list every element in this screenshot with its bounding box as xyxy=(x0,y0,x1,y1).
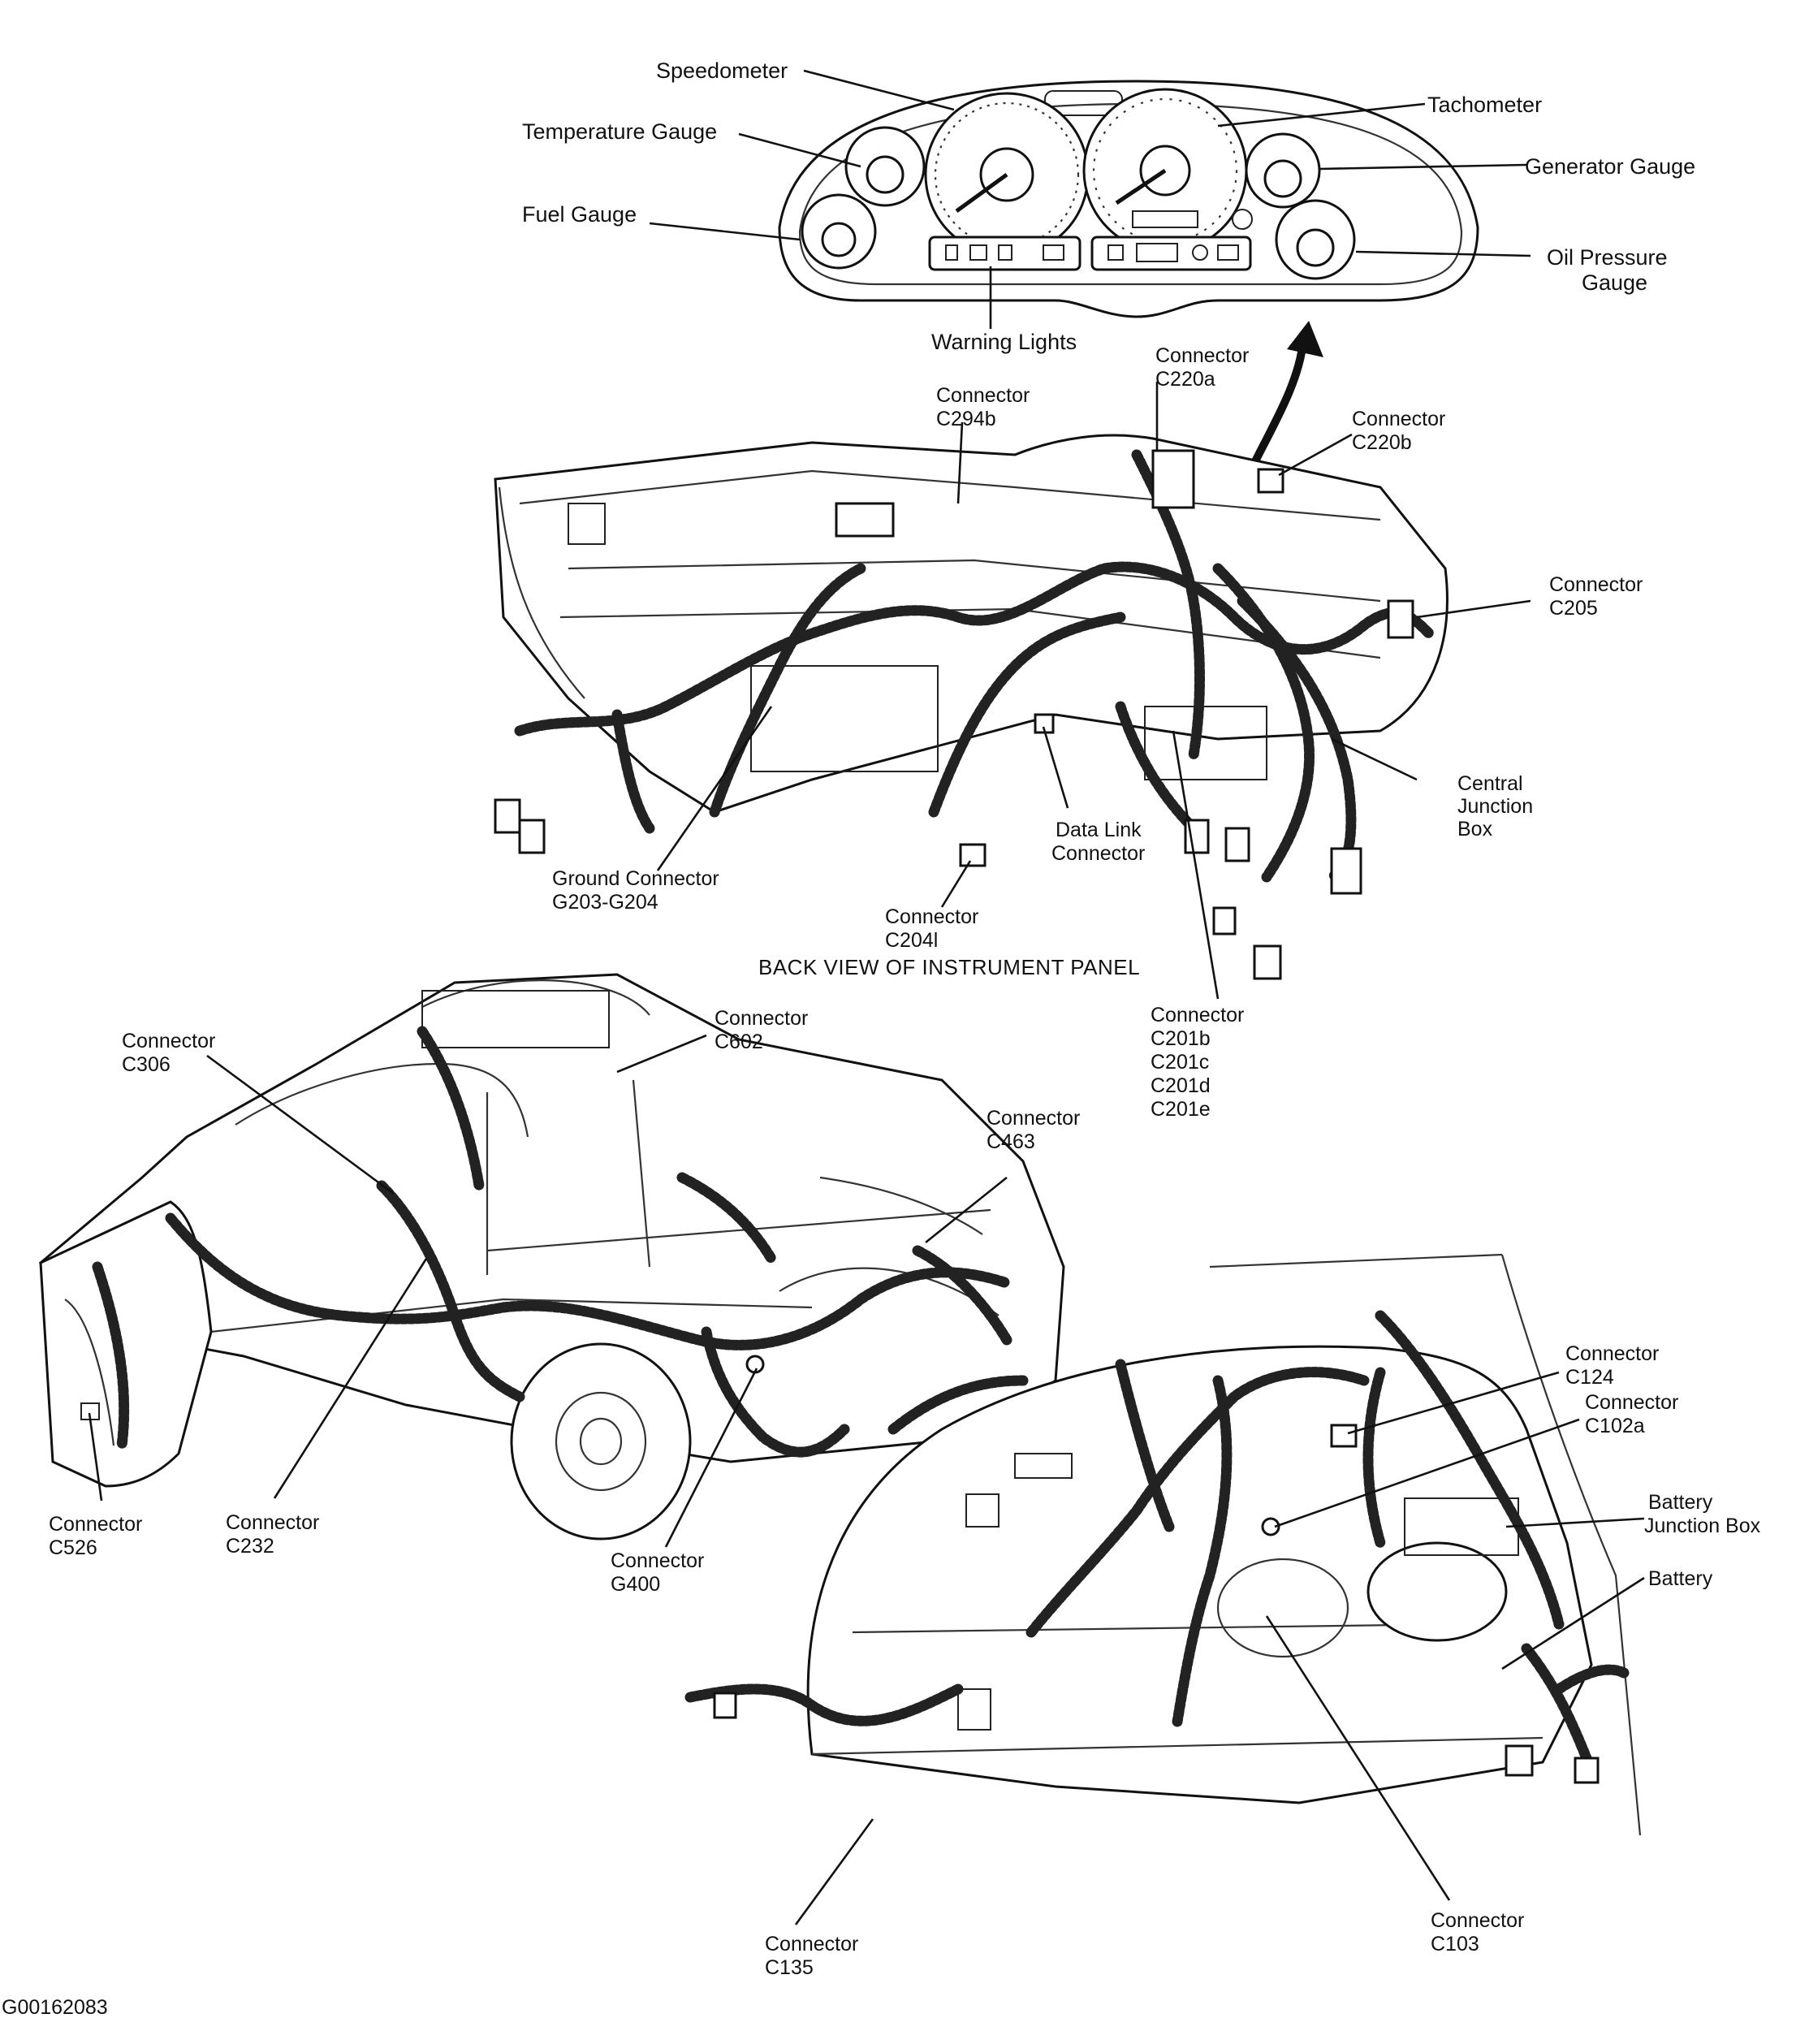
fuel-gauge-dial xyxy=(801,193,877,270)
label-c102a-1: Connector xyxy=(1585,1391,1678,1414)
label-c103-2: C103 xyxy=(1431,1933,1479,1955)
label-generator-gauge: Generator Gauge xyxy=(1525,154,1695,179)
label-c201-2: C201b xyxy=(1151,1027,1211,1050)
speedometer-dial xyxy=(924,92,1090,257)
odometer-display xyxy=(1132,210,1198,228)
label-dlc-2: Connector xyxy=(1051,842,1145,865)
label-oil-pressure-gauge: Gauge xyxy=(1582,270,1647,295)
label-c306-2: C306 xyxy=(122,1053,171,1076)
view-arrow-head xyxy=(1287,321,1323,357)
rear-wheel xyxy=(510,1342,692,1541)
label-c306-1: Connector xyxy=(122,1030,215,1052)
connector-c135-shape xyxy=(713,1692,737,1719)
label-c294b-2: C294b xyxy=(936,408,996,430)
label-battery: Battery xyxy=(1648,1567,1713,1590)
label-c602-1: Connector xyxy=(715,1007,808,1030)
label-speedometer: Speedometer xyxy=(656,58,788,83)
oil-pressure-gauge-dial xyxy=(1275,199,1356,280)
leader-lines xyxy=(88,69,1645,1925)
label-c220a-2: C220a xyxy=(1155,368,1215,391)
connector-c124-shape xyxy=(1330,1424,1358,1448)
label-c220b-1: Connector xyxy=(1352,408,1445,430)
label-cjb-2: Junction xyxy=(1457,795,1533,818)
label-warning-lights: Warning Lights xyxy=(931,330,1077,354)
label-ground-2: G203-G204 xyxy=(552,891,658,914)
label-c220b-2: C220b xyxy=(1352,431,1412,454)
connector-c220b-shape xyxy=(1257,468,1284,494)
view-arrow xyxy=(1250,340,1307,465)
label-c124-2: C124 xyxy=(1565,1366,1614,1389)
generator-gauge-dial xyxy=(1245,132,1321,209)
label-c102a-2: C102a xyxy=(1585,1415,1645,1437)
label-cjb-3: Box xyxy=(1457,818,1493,841)
panel-caption: BACK VIEW OF INSTRUMENT PANEL xyxy=(758,955,1140,979)
connector-c205-shape xyxy=(1387,599,1414,639)
label-c205-2: C205 xyxy=(1549,597,1598,620)
label-c294b-1: Connector xyxy=(936,384,1030,407)
connector-c220a-shape xyxy=(1151,449,1195,509)
label-oil-pressure: Oil Pressure xyxy=(1547,245,1668,270)
reset-knob xyxy=(1232,209,1253,230)
label-fuel-gauge: Fuel Gauge xyxy=(522,202,637,227)
figure-id: G00162083 xyxy=(2,1996,108,2019)
label-c204l-2: C204l xyxy=(885,929,938,952)
label-temperature-gauge: Temperature Gauge xyxy=(522,119,717,144)
tachometer-dial xyxy=(1082,88,1248,253)
label-c201-3: C201c xyxy=(1151,1051,1209,1074)
label-c463-2: C463 xyxy=(987,1130,1035,1153)
label-g400-2: G400 xyxy=(611,1573,660,1596)
temperature-gauge-dial xyxy=(844,126,926,207)
label-c201-1: Connector xyxy=(1151,1004,1244,1026)
label-ground-1: Ground Connector xyxy=(552,867,719,890)
label-c526-1: Connector xyxy=(49,1513,142,1536)
label-c201-5: C201e xyxy=(1151,1098,1211,1121)
label-c205-1: Connector xyxy=(1549,573,1643,596)
connector-c204l-shape xyxy=(959,843,987,867)
instrument-cluster xyxy=(778,80,1479,318)
label-c220a-1: Connector xyxy=(1155,344,1249,367)
label-c526-2: C526 xyxy=(49,1536,97,1559)
label-tachometer: Tachometer xyxy=(1427,93,1542,117)
connector-c294b-shape xyxy=(835,502,895,538)
label-c201-4: C201d xyxy=(1151,1074,1211,1097)
label-c463-1: Connector xyxy=(987,1107,1080,1130)
engine-bay xyxy=(684,1253,1642,1836)
label-c204l-1: Connector xyxy=(885,905,978,928)
label-cjb-1: Central xyxy=(1457,772,1523,795)
label-bjb-2: Junction Box xyxy=(1644,1515,1761,1537)
label-c232-2: C232 xyxy=(226,1535,274,1558)
instrument-panel-back xyxy=(494,434,1448,980)
label-bjb-1: Battery xyxy=(1648,1491,1713,1514)
open-door xyxy=(39,1200,213,1488)
label-c135-2: C135 xyxy=(765,1956,814,1979)
labels: Speedometer Temperature Gauge Fuel Gauge… xyxy=(2,58,1761,2019)
label-c232-1: Connector xyxy=(226,1511,319,1534)
label-c135-1: Connector xyxy=(765,1933,858,1955)
alternator xyxy=(1216,1558,1349,1658)
vehicle-body xyxy=(38,973,1065,1541)
label-c602-2: C602 xyxy=(715,1031,763,1053)
warning-lights-left xyxy=(928,236,1082,271)
label-c124-1: Connector xyxy=(1565,1342,1659,1365)
battery-shape xyxy=(1366,1541,1508,1642)
label-g400-1: Connector xyxy=(611,1549,704,1572)
warning-lights-right xyxy=(1090,236,1252,271)
label-dlc-1: Data Link xyxy=(1056,819,1142,841)
label-c103-1: Connector xyxy=(1431,1909,1524,1932)
central-junction-box-shape xyxy=(1144,706,1267,780)
connector-c102a-shape xyxy=(1261,1517,1280,1536)
